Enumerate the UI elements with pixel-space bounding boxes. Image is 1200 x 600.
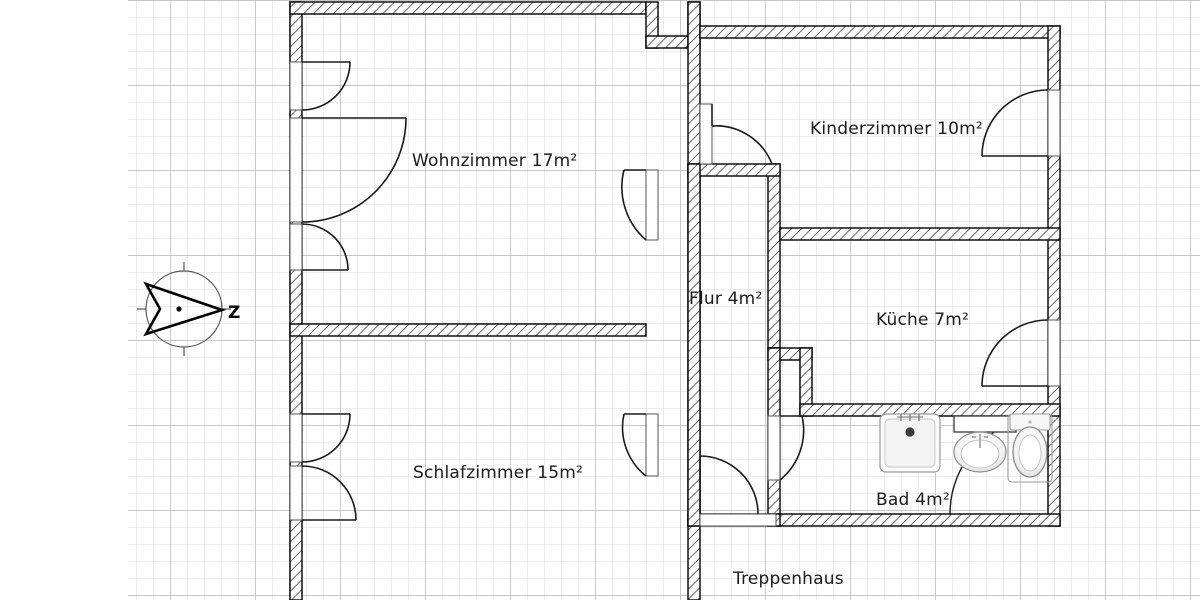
door-kz-e: [981, 89, 1049, 157]
vanity-counter-icon: [953, 415, 1017, 433]
opening-sz-w-2: [289, 465, 303, 521]
wall-wz-sz-divider: [289, 323, 647, 337]
opening-kz-flur: [699, 103, 713, 165]
door-sz-w-2: [301, 465, 357, 521]
wall-kinderzimmer-north: [699, 25, 1061, 39]
opening-flur-tp: [699, 513, 777, 527]
door-sz-w-1: [301, 413, 351, 463]
room-label-treppenhaus: Treppenhaus: [733, 569, 844, 589]
wall-kz-ku-divider: [779, 227, 1061, 241]
door-bad: [779, 415, 805, 481]
wall-flur-east-upper: [767, 163, 781, 349]
wall-bad-south: [767, 513, 1061, 527]
door-kz-flur: [711, 104, 773, 165]
north-arrow-icon: [137, 262, 231, 356]
opening-sz-w-1: [289, 413, 303, 463]
opening-sz-flur: [645, 413, 659, 477]
door-wz-w-1: [301, 61, 351, 111]
room-label-schlafzimmer: Schlafzimmer 15m²: [413, 463, 584, 483]
shower-tap-icon: [897, 414, 923, 421]
bathroom-fixtures: [879, 413, 1053, 483]
door-wz-w-2: [301, 117, 407, 223]
toilet-icon: [1007, 413, 1053, 483]
opening-kz-e: [1047, 89, 1061, 157]
opening-wz-w-1: [289, 61, 303, 111]
wall-flur-east-top-stub: [687, 163, 781, 177]
opening-wz-w-2: [289, 117, 303, 223]
door-flur-tp: [699, 455, 759, 515]
opening-wz-flur: [645, 169, 659, 241]
door-openings: [289, 61, 1061, 527]
door-sz-flur: [621, 413, 647, 477]
opening-bad: [767, 415, 781, 481]
shower-drain-icon: [905, 427, 915, 437]
room-label-kueche: Küche 7m²: [876, 310, 970, 330]
wall-wohnzimmer-north: [289, 1, 647, 15]
room-label-flur: Flur 4m²: [689, 289, 763, 309]
door-wz-flur: [621, 169, 647, 241]
walls: [289, 1, 1061, 600]
opening-wz-w-3: [289, 223, 303, 271]
basin-tap-icon: [972, 434, 988, 448]
shower-tray-icon: [879, 413, 941, 473]
north-arrow-letter: Z: [228, 303, 241, 323]
room-label-bad: Bad 4m²: [876, 490, 950, 510]
door-wz-w-3: [301, 223, 349, 271]
washbasin-icon: [953, 431, 1007, 473]
room-label-kinderzimmer: Kinderzimmer 10m²: [810, 119, 983, 139]
wall-flur-inner-right: [687, 163, 701, 527]
door-ku-e: [981, 319, 1049, 387]
opening-ku-e: [1047, 319, 1061, 387]
room-label-wohnzimmer: Wohnzimmer 17m²: [412, 151, 578, 171]
